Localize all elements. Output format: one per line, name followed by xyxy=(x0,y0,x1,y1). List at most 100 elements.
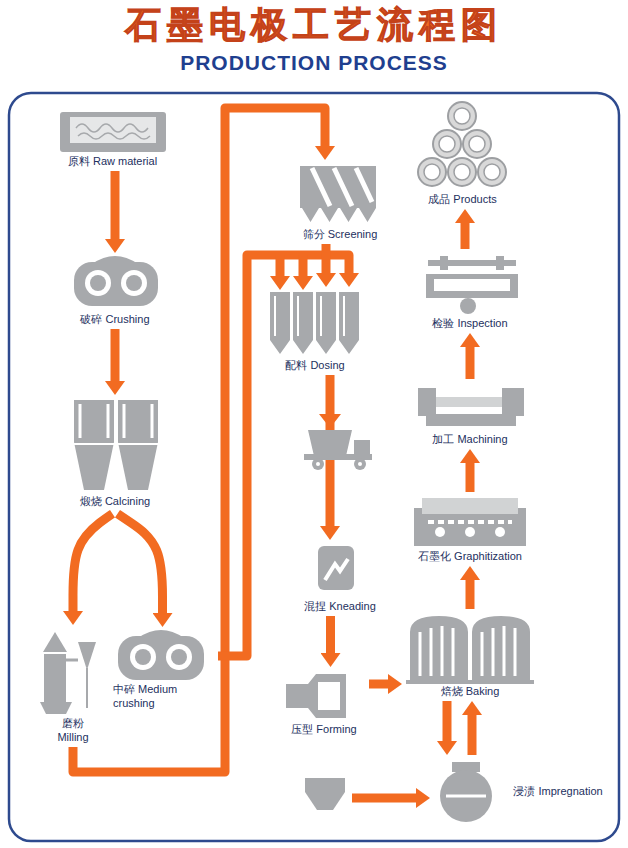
process-step: 原料 Raw material xyxy=(55,110,170,168)
pitch-hopper xyxy=(305,778,345,810)
flow-arrow xyxy=(117,514,162,613)
raw-material-lumps xyxy=(76,124,150,139)
subtitle: PRODUCTION PROCESS xyxy=(180,50,448,76)
process-step: 加工 Machining xyxy=(415,382,525,446)
mill-pipe xyxy=(66,659,78,662)
product-stack xyxy=(424,108,500,180)
flow-arrow xyxy=(319,414,341,428)
truck-cab xyxy=(354,440,370,456)
electrode-core xyxy=(424,164,440,180)
electrode-core xyxy=(454,164,470,180)
process-step: 焙烧 Baking xyxy=(405,612,535,698)
step-label: 煅烧 Calcining xyxy=(80,494,150,508)
step-label: 石墨化 Graphitization xyxy=(418,549,522,563)
crusher-icon xyxy=(74,262,158,306)
screen-outlets xyxy=(302,208,376,222)
process-step: 压型 Forming xyxy=(282,670,366,736)
flow-arrow xyxy=(73,108,325,772)
step-label: 混捏 Kneading xyxy=(304,599,376,613)
raw-material-bin xyxy=(60,112,166,152)
crusher-roller xyxy=(85,270,111,296)
step-label: 磨粉 Milling xyxy=(50,716,96,744)
electrode-end xyxy=(448,158,476,186)
crusher-roller xyxy=(90,275,106,291)
flow-arrow xyxy=(466,463,475,492)
step-label: 筛分 Screening xyxy=(303,227,378,241)
outer-frame xyxy=(9,93,619,841)
step-label: 检验 Inspection xyxy=(432,316,507,330)
crusher-roller xyxy=(166,644,192,670)
furnace-charge xyxy=(495,527,505,537)
inspection-gauge xyxy=(440,256,448,270)
process-step: 浸渍 Impregnation xyxy=(428,758,606,824)
diagram-title: 石墨电极工艺流程图 xyxy=(0,2,628,48)
process-step: 破碎 Crushing xyxy=(65,256,165,326)
graphitization-furnace xyxy=(422,498,518,514)
flow-arrow xyxy=(466,347,475,379)
truck-wheel xyxy=(316,462,320,466)
crusher-roller xyxy=(171,649,187,665)
step-label: 配料 Dosing xyxy=(285,358,344,372)
truck-wheel xyxy=(358,462,362,466)
furnace-stripes xyxy=(420,626,515,676)
mill-cyclone xyxy=(78,642,96,670)
press-icon xyxy=(286,674,346,718)
step-label: 中碎 Medium crushing xyxy=(113,682,215,710)
process-step: 筛分 Screening xyxy=(295,163,385,241)
mill-icon xyxy=(43,632,67,652)
process-step: 中碎 Medium crushing xyxy=(110,630,215,710)
screen-icon xyxy=(300,166,376,208)
process-step: 配料 Dosing xyxy=(265,290,365,372)
step-label: 成品 Products xyxy=(428,192,496,206)
furnace-charge xyxy=(435,527,445,537)
step-label: 焙烧 Baking xyxy=(441,684,500,698)
feed-arrow xyxy=(280,255,303,277)
calciner-stripes xyxy=(74,443,158,445)
process-step: 成品 Products xyxy=(415,100,510,206)
truck-wheel xyxy=(312,458,324,470)
electrode-end xyxy=(418,158,446,186)
electrode-core xyxy=(469,136,485,152)
step-label: 破碎 Crushing xyxy=(80,312,149,326)
step-label: 浸渍 Impregnation xyxy=(513,784,602,798)
crusher-roller xyxy=(126,275,142,291)
truck-wheel xyxy=(354,458,366,470)
process-step: 检验 Inspection xyxy=(420,252,520,330)
step-label: 加工 Machining xyxy=(432,432,507,446)
flow-arrow xyxy=(466,580,475,609)
baking-furnace xyxy=(410,616,530,680)
silo-stripes xyxy=(275,296,344,336)
furnace-charge xyxy=(465,527,475,537)
mill-base xyxy=(40,702,72,714)
electrode-core xyxy=(454,108,470,124)
calciner-stripes xyxy=(80,404,152,438)
step-label: 压型 Forming xyxy=(291,722,356,736)
electrode-core xyxy=(439,136,455,152)
lathe-workpiece xyxy=(436,397,502,407)
electrode-end xyxy=(478,158,506,186)
feed-arrow xyxy=(352,794,418,803)
mill-cyclone xyxy=(86,668,88,708)
inspection-gauge xyxy=(496,256,504,270)
process-step: 煅烧 Calcining xyxy=(60,398,170,508)
flow-arrow xyxy=(73,514,113,611)
flow-arrow xyxy=(369,680,388,689)
electrode-end xyxy=(463,130,491,158)
process-step: 石墨化 Graphitization xyxy=(410,495,530,563)
dosing-silos xyxy=(270,292,359,354)
process-step: 混捏 Kneading xyxy=(295,543,385,613)
crusher-roller xyxy=(121,270,147,296)
crusher-roller xyxy=(130,644,156,670)
crusher-icon xyxy=(118,636,204,680)
inspection-table xyxy=(426,274,518,298)
feed-arrow xyxy=(270,276,313,290)
lathe-bed xyxy=(426,414,516,426)
lathe-icon xyxy=(418,388,436,416)
product-stack xyxy=(418,102,506,186)
inspection-wheel xyxy=(460,298,476,314)
raw-material-bin xyxy=(70,117,156,143)
flow-arrow xyxy=(443,701,452,741)
kneader-icon xyxy=(318,546,354,590)
